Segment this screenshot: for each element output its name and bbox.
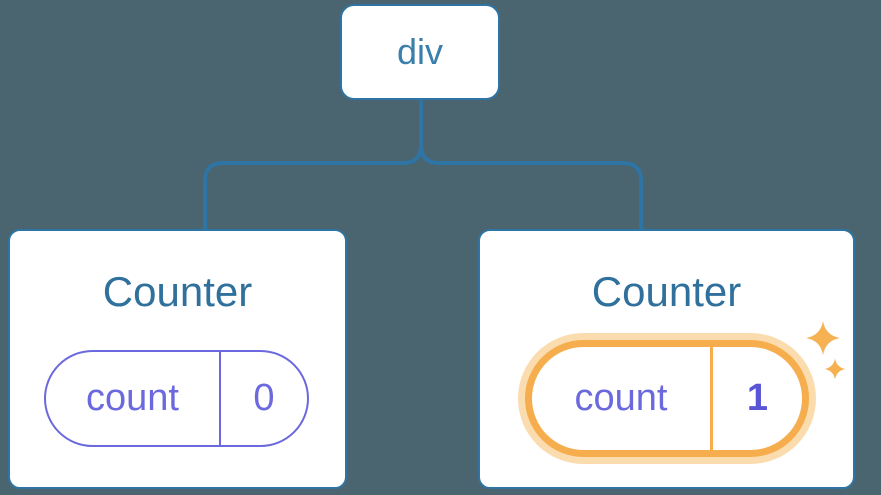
state-value-cell: 1 xyxy=(746,377,769,419)
component-title: Counter xyxy=(591,268,742,315)
root-node-div: div xyxy=(340,4,500,100)
state-pill: count 0 xyxy=(44,350,309,447)
state-pill-highlighted: count 1 xyxy=(525,340,809,457)
state-name-cell: count xyxy=(532,347,713,450)
sparkle-icon xyxy=(806,321,846,380)
counter-card-right: Counter count 1 xyxy=(478,229,855,489)
state-name-cell: count xyxy=(46,352,221,445)
state-value-cell: 0 xyxy=(253,377,275,419)
counter-card-left: Counter count 0 xyxy=(8,229,347,489)
component-title: Counter xyxy=(102,268,253,315)
root-node-label: div xyxy=(396,31,444,72)
